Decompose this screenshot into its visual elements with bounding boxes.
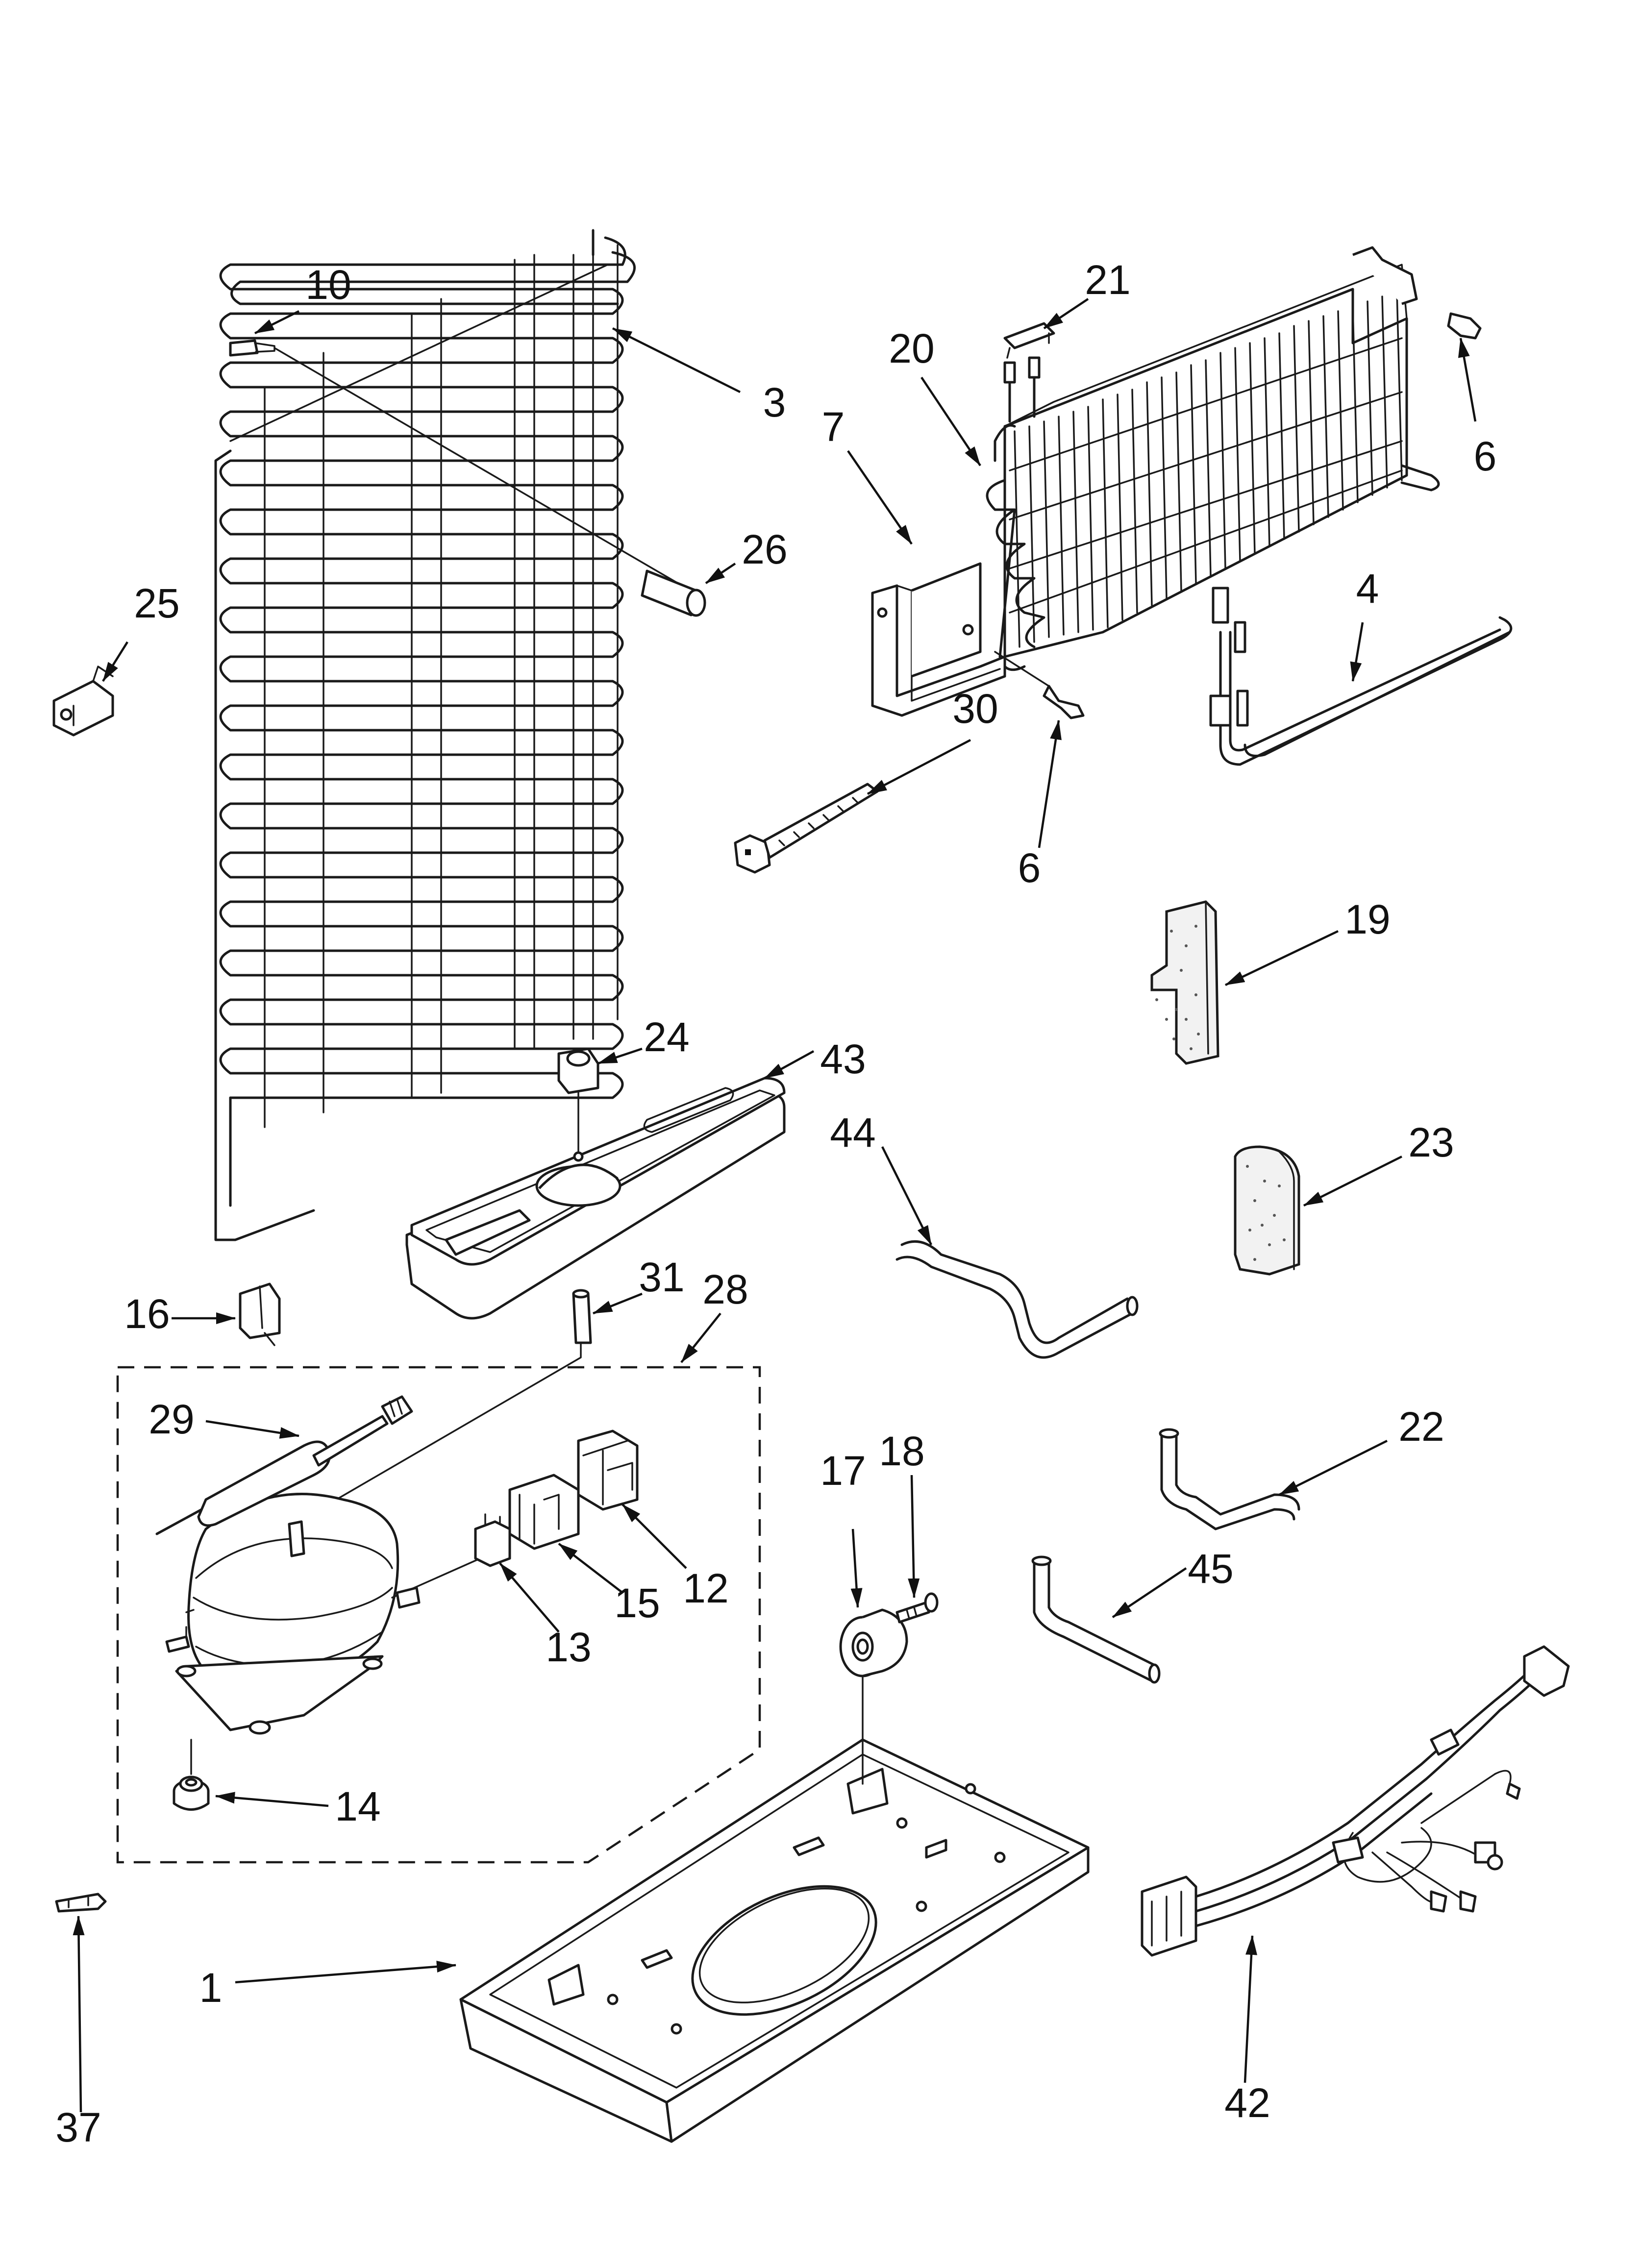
clip-37 [55, 1893, 107, 1913]
tube-29 [155, 1395, 413, 1535]
wire-harness-42 [1141, 1645, 1570, 1957]
drain-nut-24 [557, 1047, 599, 1162]
callout-label: 10 [305, 262, 351, 308]
callout-label: 31 [639, 1254, 684, 1300]
callout-labels: 10 3 26 25 21 20 7 6 4 30 6 19 24 43 44 23 16 31 28 29 22 17 1… [55, 257, 1496, 2150]
defrost-heater [1209, 587, 1513, 766]
tube-22 [1159, 1428, 1300, 1530]
callout-label: 43 [820, 1036, 866, 1082]
callout-label: 17 [820, 1448, 866, 1494]
bolt-18 [895, 1592, 939, 1624]
callout-label: 44 [830, 1109, 875, 1156]
wheel-17 [839, 1608, 908, 1677]
callout-label: 6 [1474, 433, 1497, 479]
callout-label: 3 [763, 379, 786, 425]
screw-10 [229, 339, 687, 589]
callout-label: 4 [1356, 566, 1379, 612]
callout-label: 13 [546, 1624, 591, 1670]
drain-pan-43 [405, 1077, 786, 1320]
compressor [165, 1493, 481, 1775]
bracket-25 [52, 666, 114, 737]
callout-leaders [73, 298, 1477, 2113]
pin-26 [641, 569, 706, 617]
drain-tube-44 [895, 1240, 1139, 1359]
callout-label: 22 [1398, 1404, 1444, 1450]
callout-label: 45 [1188, 1546, 1233, 1592]
relay-13 [474, 1513, 511, 1567]
callout-label: 21 [1085, 257, 1130, 303]
callout-label: 20 [889, 325, 934, 371]
callout-label: 29 [149, 1396, 194, 1442]
callout-label: 14 [335, 1783, 380, 1829]
callout-label: 42 [1224, 2080, 1270, 2126]
tube-45 [1031, 1555, 1161, 1684]
callout-label: 18 [879, 1428, 924, 1474]
compressor-assembly-boundary [116, 1366, 761, 1864]
foam-pad-19 [1150, 900, 1219, 1065]
callout-label: 7 [822, 404, 845, 450]
callout-label: 30 [952, 686, 998, 732]
cable-tie-30 [734, 783, 879, 874]
callout-label: 37 [55, 2104, 101, 2150]
callout-label: 28 [702, 1266, 748, 1312]
callout-label: 24 [644, 1014, 689, 1060]
overload-12 [577, 1430, 639, 1511]
tube-31 [293, 1289, 592, 1525]
callout-label: 26 [742, 526, 787, 572]
foam-pad-23 [1234, 1145, 1300, 1276]
condenser-coil [214, 229, 636, 1241]
base-pan [459, 1675, 1090, 2143]
callout-label: 1 [199, 1965, 223, 2011]
grommet-14 [173, 1775, 210, 1811]
relay-cover-15 [508, 1474, 580, 1550]
callout-label: 23 [1408, 1119, 1454, 1165]
callout-label: 25 [134, 580, 179, 626]
evaporator [871, 246, 1482, 719]
callout-label: 6 [1018, 845, 1041, 891]
callout-label: 16 [124, 1291, 170, 1337]
callout-label: 12 [683, 1565, 728, 1611]
callout-label: 19 [1344, 896, 1390, 942]
clip-16 [239, 1282, 281, 1346]
callout-label: 15 [614, 1580, 660, 1626]
